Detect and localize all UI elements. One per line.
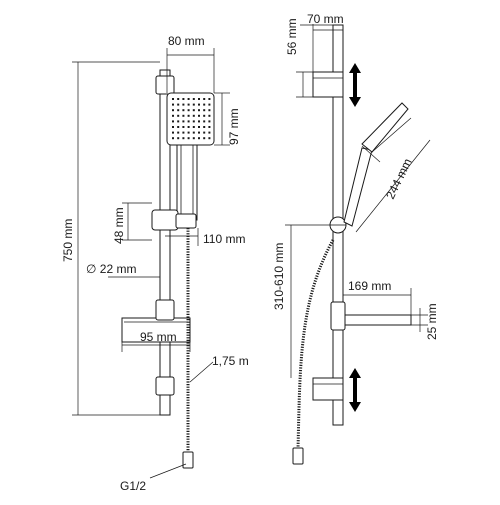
dim-bracket-offset: 70 mm <box>307 12 344 26</box>
nozzle-dot <box>192 103 195 106</box>
nozzle-dot <box>208 120 211 123</box>
dim-soap-dish-height: 25 mm <box>425 303 439 340</box>
nozzle-dot <box>187 98 190 100</box>
dim-bracket-height: 56 mm <box>285 18 299 55</box>
nozzle-dot <box>172 98 174 100</box>
double-vertical-arrow-icon <box>349 63 361 107</box>
nozzle-dot <box>187 137 190 140</box>
shower-head <box>166 92 215 146</box>
nozzle-dot <box>172 131 174 134</box>
side-soap-dish <box>342 314 412 326</box>
nozzle-dot <box>198 103 200 106</box>
nozzle-dot <box>182 103 185 106</box>
dim-total-height: 750 mm <box>61 219 75 262</box>
nozzle-dot <box>198 114 200 117</box>
nozzle-dot <box>203 137 206 140</box>
dim-head-height: 97 mm <box>227 108 241 145</box>
nozzle-dot <box>208 109 211 112</box>
nozzle-dot <box>182 109 185 112</box>
dim-handset-length: 244 mm <box>383 156 415 201</box>
nozzle-dot <box>198 109 200 112</box>
nozzle-dot <box>192 120 195 123</box>
bottom-wall-bracket <box>155 376 175 396</box>
nozzle-dot <box>182 131 185 134</box>
dim-soap-dish-projection: 169 mm <box>348 279 391 293</box>
slider-holder <box>151 209 179 231</box>
nozzle-dot <box>203 114 206 117</box>
nozzle-dot <box>198 131 200 134</box>
nozzle-dot <box>192 98 195 100</box>
nozzle-dot <box>172 103 174 106</box>
side-hose-connector <box>292 447 304 465</box>
nozzle-dot <box>172 126 174 128</box>
nozzle-dot <box>203 126 206 128</box>
dim-holder-height: 48 mm <box>112 207 126 244</box>
nozzle-dot <box>198 120 200 123</box>
nozzle-dot <box>187 126 190 128</box>
nozzle-dot <box>187 109 190 112</box>
nozzle-dot <box>208 137 211 140</box>
dim-head-width: 80 mm <box>168 34 205 48</box>
dim-holder-adjust-range: 310-610 mm <box>272 243 286 310</box>
nozzle-dot <box>208 126 211 128</box>
nozzle-dot <box>172 120 174 123</box>
nozzle-dot <box>203 103 206 106</box>
side-handset <box>343 147 373 227</box>
dim-soap-dish-width: 95 mm <box>140 330 177 344</box>
nozzle-dot <box>203 131 206 134</box>
nozzle-dot <box>203 120 206 123</box>
nozzle-dot <box>192 109 195 112</box>
nozzle-dot <box>187 103 190 106</box>
nozzle-dot <box>187 120 190 123</box>
nozzle-dot <box>208 98 211 100</box>
label-connection: G1/2 <box>120 479 146 493</box>
nozzle-dot <box>182 126 185 128</box>
nozzle-dot <box>177 131 180 134</box>
side-shower-hose <box>296 239 335 451</box>
nozzle-dot <box>182 120 185 123</box>
nozzle-dot <box>203 98 206 100</box>
nozzle-dot <box>192 131 195 134</box>
nozzle-dot <box>198 126 200 128</box>
top-wall-bracket <box>155 75 175 95</box>
side-top-bracket <box>312 71 344 98</box>
nozzle-dot <box>182 98 185 100</box>
dim-holder-projection: 110 mm <box>203 232 245 246</box>
nozzle-dot <box>203 109 206 112</box>
side-view: 70 mm 56 mm 244 mm 310-610 mm 169 mm 25 … <box>272 12 439 465</box>
nozzle-dot <box>208 103 211 106</box>
nozzle-dot <box>172 109 174 112</box>
nozzle-dot <box>182 137 185 140</box>
nozzle-dot <box>172 137 174 140</box>
nozzle-dot <box>177 103 180 106</box>
nozzle-dot <box>192 126 195 128</box>
nozzle-dot <box>177 137 180 140</box>
slide-rail <box>159 69 171 416</box>
nozzle-dot <box>177 98 180 100</box>
dim-rail-diameter: ∅ 22 mm <box>86 262 136 276</box>
shower-head-nozzles <box>172 98 211 140</box>
nozzle-dot <box>177 120 180 123</box>
nozzle-dot <box>208 114 211 117</box>
nozzle-dot <box>177 109 180 112</box>
nozzle-dot <box>198 98 200 100</box>
nozzle-dot <box>192 114 195 117</box>
label-hose-length: 1,75 m <box>212 354 249 368</box>
hose-connector <box>182 451 194 469</box>
nozzle-dot <box>198 137 200 140</box>
side-bottom-bracket <box>312 377 344 401</box>
nozzle-dot <box>208 131 211 134</box>
nozzle-dot <box>172 114 174 117</box>
nozzle-dot <box>182 114 185 117</box>
nozzle-dot <box>177 126 180 128</box>
front-view: 80 mm 97 mm 750 mm 48 mm 110 mm ∅ 22 mm … <box>61 34 249 493</box>
shower-handle <box>176 144 198 221</box>
nozzle-dot <box>177 114 180 117</box>
nozzle-dot <box>187 114 190 117</box>
double-vertical-arrow-icon <box>349 368 361 412</box>
nozzle-dot <box>187 131 190 134</box>
nozzle-dot <box>192 137 195 140</box>
